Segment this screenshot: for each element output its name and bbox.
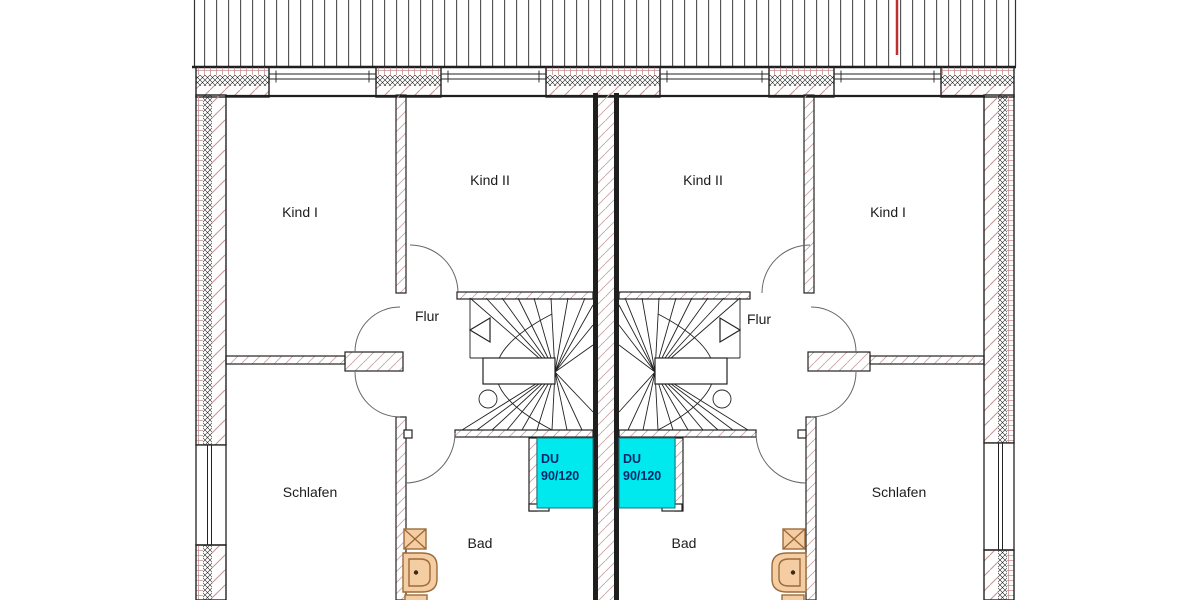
party-wall <box>593 93 619 600</box>
door-arcs <box>354 244 857 484</box>
shower-label-right-line2: 90/120 <box>623 469 661 483</box>
room-label-bad-right: Bad <box>672 535 697 551</box>
door-arc-kind1-left <box>354 306 401 353</box>
bath-fixtures-left <box>402 528 438 600</box>
staircase-left <box>461 297 594 431</box>
interior-walls <box>225 94 985 600</box>
shower-label-right-line1: DU <box>623 452 641 466</box>
window-right <box>983 442 1015 551</box>
bath-fixtures-right <box>771 528 807 600</box>
room-label-kind2-left: Kind II <box>470 172 510 188</box>
shower-right: DU 90/120 <box>618 437 676 509</box>
sink-basin-left <box>408 558 431 587</box>
door-arc-schlafen-right <box>810 371 857 418</box>
sink-basin-right <box>778 558 801 587</box>
shower-left: DU 90/120 <box>536 437 594 509</box>
staircase-right <box>618 297 749 431</box>
door-arc-kind1-right <box>810 306 857 353</box>
right-outer-wall <box>983 94 1015 600</box>
wall-pier <box>195 66 1015 98</box>
top-window <box>268 70 942 83</box>
door-arc-schlafen-left <box>354 371 401 418</box>
door-arc-kind2-right <box>761 244 811 294</box>
shower-tray-right <box>618 437 676 509</box>
room-label-schlafen-right: Schlafen <box>872 484 926 500</box>
room-label-bad-left: Bad <box>468 535 493 551</box>
left-outer-wall <box>195 94 227 600</box>
roof-hatch <box>192 0 1017 69</box>
stair-direction-arrow-right <box>719 316 742 344</box>
shower-label-left-line2: 90/120 <box>541 469 579 483</box>
door-arc-bad-right <box>755 432 807 484</box>
room-label-kind2-right: Kind II <box>683 172 723 188</box>
room-label-flur-right: Flur <box>747 311 771 327</box>
room-label-kind1-right: Kind I <box>870 204 906 220</box>
room-label-flur-left: Flur <box>415 308 439 324</box>
room-label-kind1-left: Kind I <box>282 204 318 220</box>
door-arc-kind2-left <box>409 244 459 294</box>
shower-tray-left <box>536 437 594 509</box>
room-label-schlafen-left: Schlafen <box>283 484 337 500</box>
top-wall-band <box>195 66 1015 98</box>
fixture-partial-right <box>781 594 805 600</box>
shower-label-left-line1: DU <box>541 452 559 466</box>
stair-direction-arrow-left <box>468 316 491 344</box>
door-arc-bad-left <box>404 432 456 484</box>
window-left <box>195 444 227 546</box>
fixture-partial-left <box>404 594 428 600</box>
